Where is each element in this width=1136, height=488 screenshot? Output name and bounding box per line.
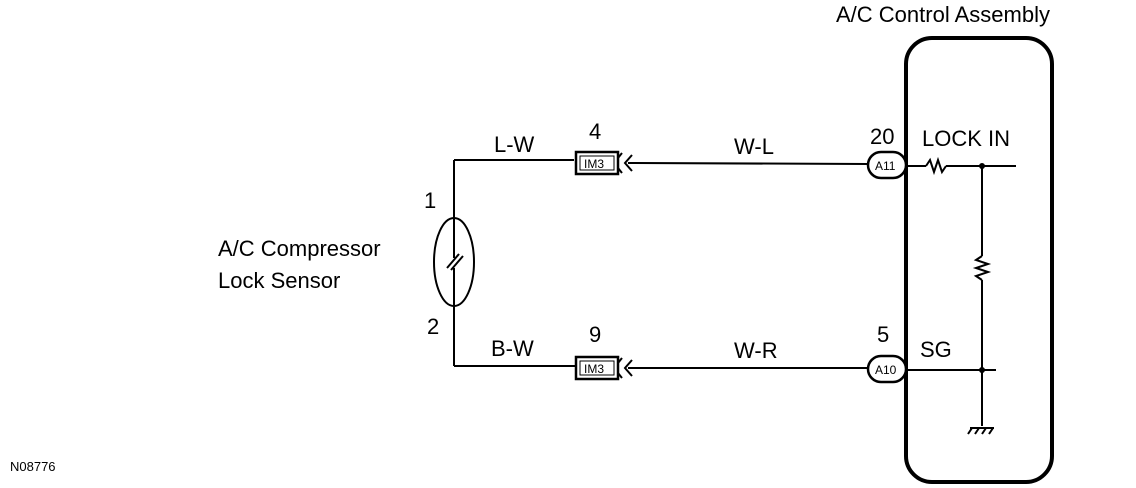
- junction-top-label: IM3: [584, 157, 604, 171]
- ecu-connector-bottom: A10: [866, 354, 908, 384]
- ecu-connector-top: A11: [866, 150, 908, 180]
- wire-color-bottom-ecu: W-R: [734, 338, 778, 363]
- sensor-name-line1: A/C Compressor: [218, 236, 381, 261]
- lock-sensor-symbol: [433, 160, 475, 366]
- ecu-terminal-sg: SG: [920, 337, 952, 362]
- sensor-pin-2: 2: [427, 314, 439, 339]
- wire-color-bottom-sensor: B-W: [491, 336, 534, 361]
- ecu-connector-bottom-label: A10: [875, 363, 897, 377]
- wire-color-top-sensor: L-W: [494, 132, 535, 157]
- wire-color-top-ecu: W-L: [734, 134, 774, 159]
- ecu-pin-top: 20: [870, 124, 894, 149]
- junction-top-pin: 4: [589, 119, 601, 144]
- top-wire: [454, 152, 869, 174]
- junction-connector-top: IM3: [574, 150, 620, 176]
- ecu-connector-top-label: A11: [875, 159, 896, 173]
- junction-bottom-label: IM3: [584, 362, 604, 376]
- junction-connector-bottom: IM3: [574, 355, 620, 381]
- ecu-pin-bottom: 5: [877, 322, 889, 347]
- sensor-pin-1: 1: [424, 188, 436, 213]
- figure-code: N08776: [10, 459, 56, 474]
- ecu-terminal-lock-in: LOCK IN: [922, 126, 1010, 151]
- bottom-wire: [454, 357, 868, 379]
- control-assembly-box: [904, 36, 1054, 484]
- internal-circuit: [906, 156, 1016, 435]
- assembly-title: A/C Control Assembly: [836, 2, 1050, 27]
- junction-bottom-pin: 9: [589, 322, 601, 347]
- sensor-name-line2: Lock Sensor: [218, 268, 340, 293]
